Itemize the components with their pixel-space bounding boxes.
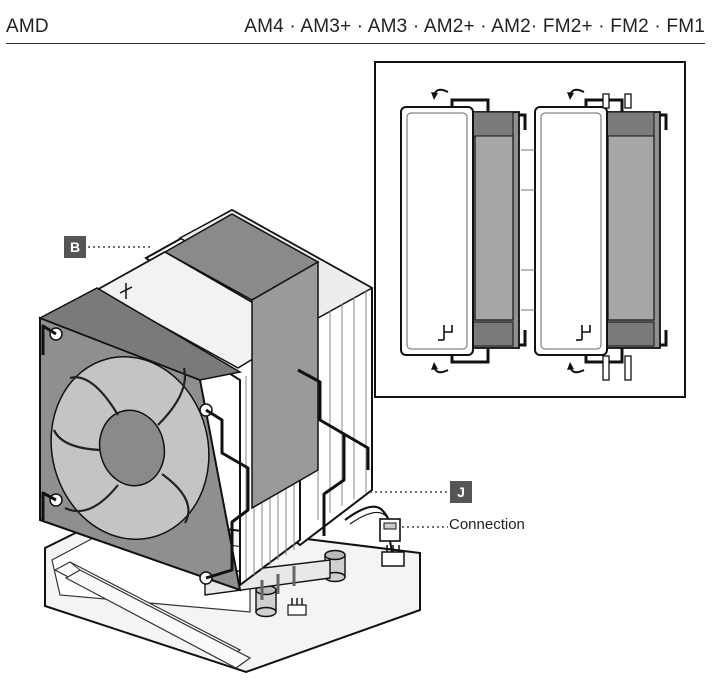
header-socket-list: AM4 · AM3+ · AM3 · AM2+ · AM2· FM2+ · FM…: [244, 16, 705, 37]
fan-clips: [41, 324, 370, 580]
capacitor: [255, 584, 277, 618]
callout-b-badge: B: [64, 236, 86, 258]
leader-lines: [88, 246, 448, 528]
header-pins: [287, 598, 307, 616]
inset-left-cooler: [400, 88, 527, 374]
fan-cable: [344, 505, 401, 553]
inset-detail: [374, 61, 686, 398]
front-fan: [38, 287, 243, 592]
header-brand: AMD: [6, 16, 49, 37]
middle-fan: [163, 213, 320, 510]
header-rule: [6, 43, 705, 44]
fan-header: [381, 545, 405, 567]
callout-j-badge: J: [450, 481, 472, 503]
connection-label: Connection: [449, 516, 525, 533]
inset-right-cooler: [534, 88, 668, 381]
